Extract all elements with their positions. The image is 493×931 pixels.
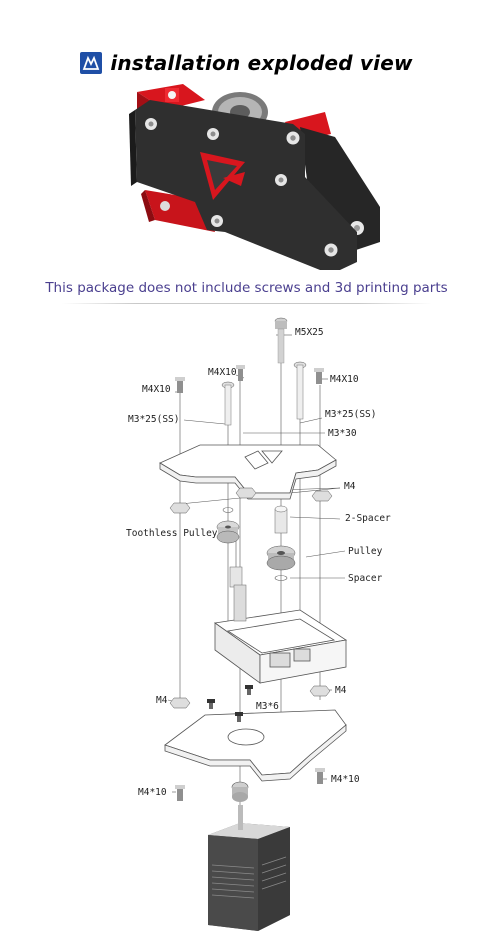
divider [62,303,432,304]
label-m3x6: M3*6 [256,701,279,712]
label-m3x25ss-right: M3*25(SS) [325,409,376,420]
bolt-m5x25-icon [274,317,288,364]
bottom-plate [164,709,347,782]
label-2-spacer: 2-Spacer [345,513,391,524]
bolt-m4x10-low-left-icon [175,785,185,801]
label-toothless-pulley: Toothless Pulley [126,528,218,539]
label-pulley: Pulley [348,546,383,557]
pulley-icon [266,545,296,571]
label-m4x10-left: M4X10 [142,384,171,395]
bolt-m3x25-right-icon [293,361,307,420]
black-plate-front [129,100,357,270]
page-title: installation exploded view [110,51,413,75]
brand-logo-icon [80,52,103,74]
label-m4x10-right: M4X10 [330,374,359,385]
header: installation exploded view [0,46,493,80]
bolt-m3x6-icon [207,685,253,722]
label-spacer: Spacer [348,573,383,584]
label-m4-right: M4 [335,685,347,696]
top-plate [159,444,337,500]
washer-icon [222,507,288,581]
bolt-m4x10-center-icon [236,365,245,381]
label-m4-left: M4 [156,695,168,706]
belt-bracket [213,609,348,684]
spacer-2-icon [274,505,288,534]
toothless-pulley-icon [216,520,240,544]
product-render [129,84,380,270]
bolt-m4x10-right-icon [314,368,324,384]
label-m4x10-center: M4X10 [208,367,237,378]
exploded-diagram: M5X25 M4X10 M4X10 M4X10 M3*25(SS) M3*25(… [126,317,391,931]
spacer-long-icon [229,566,247,622]
package-note: This package does not include screws and… [45,280,448,296]
bolt-m3x30-icon [221,381,235,426]
label-m4x10-low-left: M4*10 [138,787,167,798]
bolt-m4x10-left-icon [175,377,185,393]
label-m4-top: M4 [344,481,356,492]
nut-icon [169,487,333,709]
stepper-motor [208,781,290,931]
bolt-m4x10-low-right-icon [315,768,325,784]
label-m3x25ss-left: M3*25(SS) [128,414,179,425]
label-m5x25: M5X25 [295,327,324,338]
label-m3x30: M3*30 [328,428,357,439]
label-m4x10-low-right: M4*10 [331,774,360,785]
